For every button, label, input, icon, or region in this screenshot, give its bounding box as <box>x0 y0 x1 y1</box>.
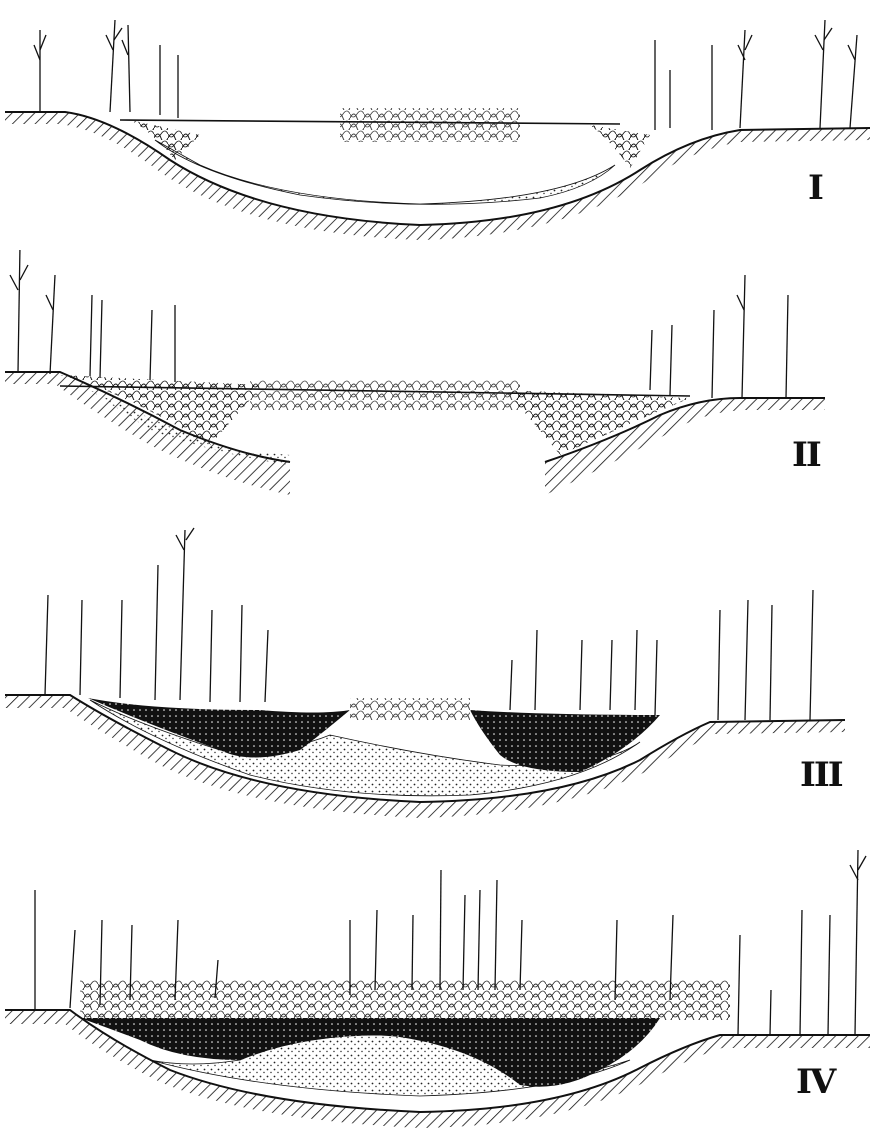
right-shore-plants <box>590 125 650 168</box>
stage-numeral: IV <box>796 1062 834 1102</box>
panel-stage-2: II <box>0 250 875 510</box>
floating-plants <box>340 108 520 142</box>
reeds-center <box>350 870 522 995</box>
reeds-right <box>510 590 813 720</box>
stage-numeral: I <box>808 168 822 208</box>
panel-stage-3: III <box>0 510 875 830</box>
stage-2-cross-section <box>0 250 875 510</box>
reeds-right <box>650 275 788 398</box>
stage-3-cross-section <box>0 510 875 830</box>
stage-4-cross-section <box>0 830 875 1142</box>
right-peat-mat <box>470 710 660 772</box>
reeds-right <box>655 20 857 130</box>
stage-1-cross-section <box>0 0 875 250</box>
floating-plants <box>350 698 470 720</box>
reeds-left <box>34 20 178 118</box>
panel-stage-4: IV <box>0 830 875 1142</box>
reeds-left <box>45 528 268 702</box>
reeds-left <box>10 250 175 382</box>
surface-vegetation-mat <box>80 980 730 1020</box>
floating-plants <box>250 380 520 410</box>
stage-numeral: II <box>792 435 820 475</box>
panel-stage-1: I <box>0 0 875 250</box>
stage-numeral: III <box>800 755 842 795</box>
